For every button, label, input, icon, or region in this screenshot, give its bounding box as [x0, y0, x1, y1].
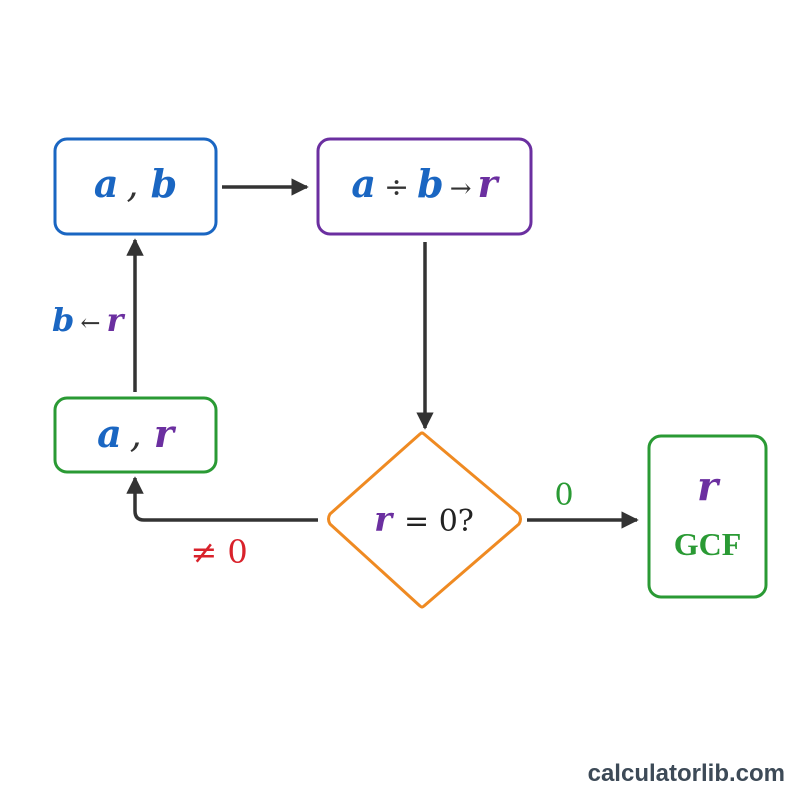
- var-a: a: [351, 161, 376, 206]
- label-not-zero: ≠ 0: [190, 533, 247, 571]
- node-divide: a÷b→r: [316, 137, 533, 236]
- node-result: r GCF: [647, 434, 768, 599]
- comma: ,: [126, 162, 138, 206]
- label-update-b-from-r: b←r: [52, 301, 125, 339]
- label-zero: 0: [554, 478, 573, 513]
- var-b: b: [52, 301, 74, 339]
- comma: ,: [130, 412, 142, 456]
- node-shift-ar: a, r: [53, 396, 218, 474]
- var-a: a: [97, 411, 122, 456]
- node-input-ab: a, b: [53, 137, 218, 236]
- edge-decision-to-shift: [126, 476, 318, 522]
- equals-zero-question: = 0?: [404, 504, 474, 539]
- svg-text:a,r: a, r: [97, 411, 177, 456]
- watermark-text: calculatorlib.com: [588, 760, 785, 787]
- result-label-gcf: GCF: [674, 526, 742, 562]
- arrow-left-glyph: ←: [80, 309, 100, 337]
- result-var-r: r: [697, 463, 721, 510]
- var-r: r: [374, 500, 394, 540]
- svg-text:a,b: a, b: [94, 161, 177, 206]
- var-b: b: [151, 161, 178, 206]
- svg-text:a÷b→r: a÷b→r: [351, 161, 500, 206]
- var-r: r: [154, 411, 177, 456]
- svg-text:r= 0?: r = 0?: [374, 500, 474, 540]
- var-r: r: [478, 161, 501, 206]
- arrow-right-glyph: →: [450, 174, 472, 204]
- var-b: b: [417, 161, 444, 206]
- var-r: r: [106, 301, 125, 339]
- divide-sign: ÷: [384, 170, 409, 205]
- var-a: a: [94, 161, 119, 206]
- node-decision: r = 0?: [327, 431, 522, 609]
